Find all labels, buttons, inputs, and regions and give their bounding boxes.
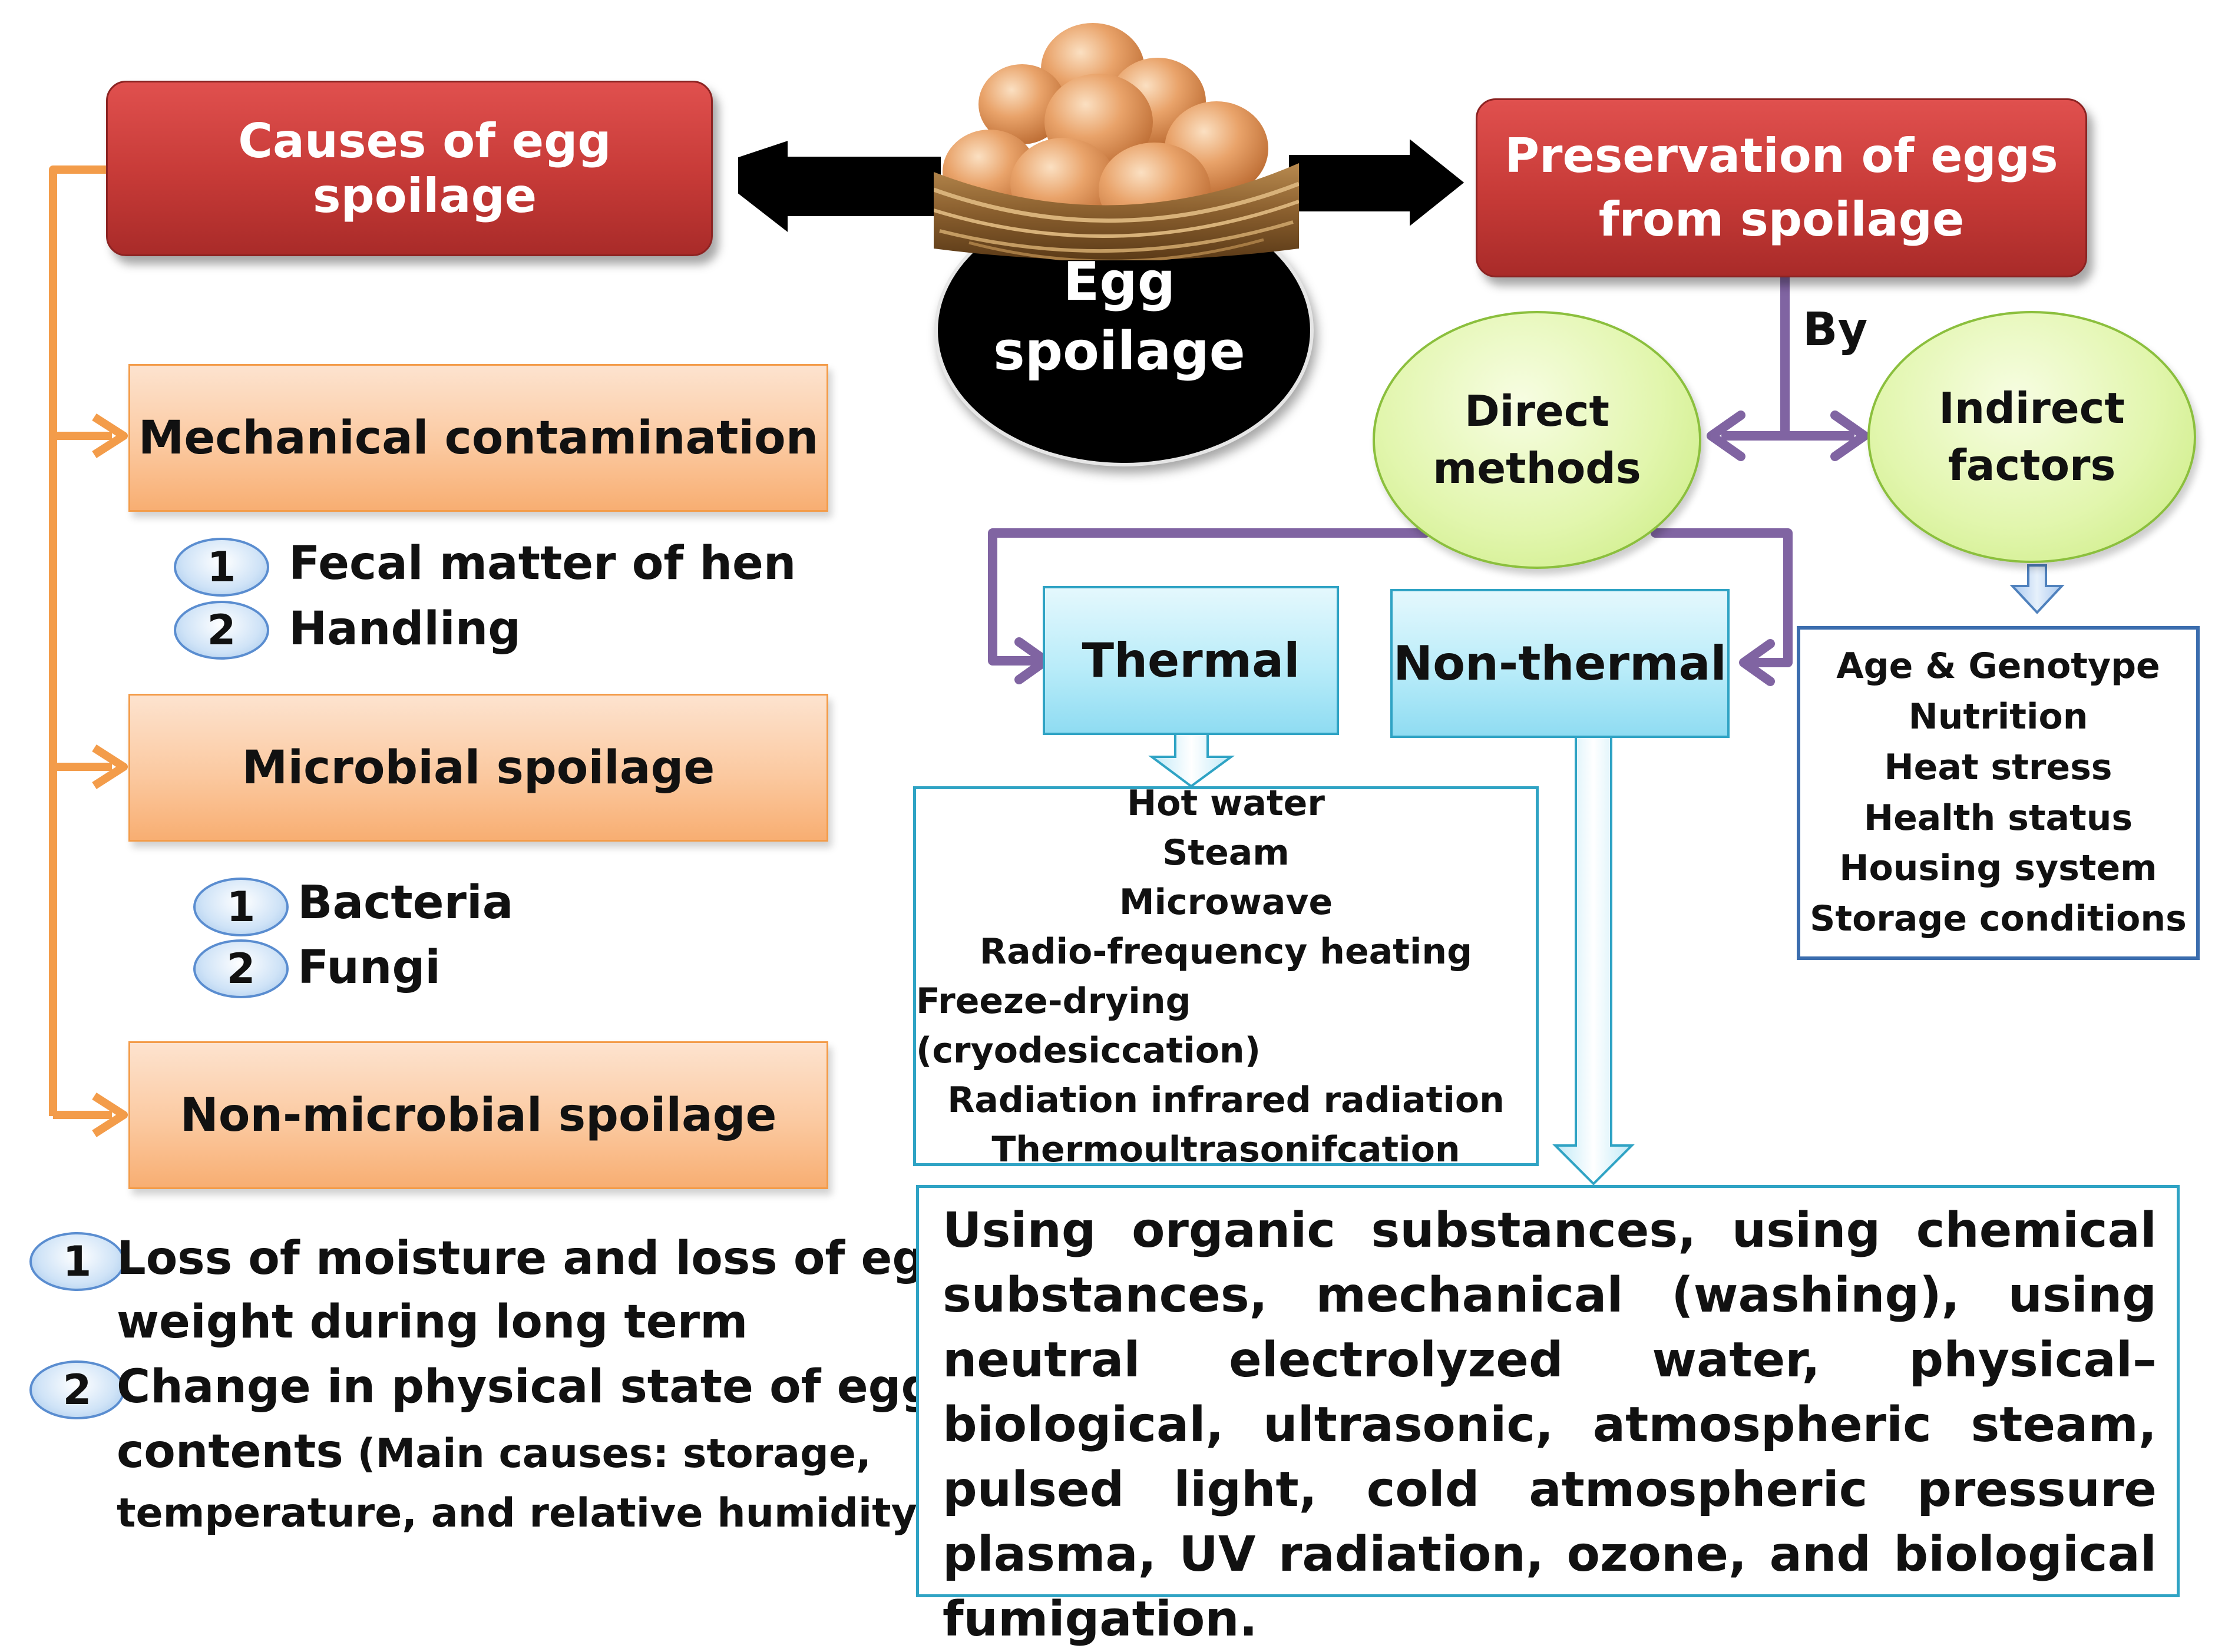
- thermal-box: Thermal: [1043, 586, 1339, 735]
- indirect-factors-list: Age & Genotype Nutrition Heat stress Hea…: [1797, 626, 2200, 960]
- indirect-factor-item: Housing system: [1839, 847, 2157, 889]
- non-microbial-spoilage-box: Non-microbial spoilage: [128, 1041, 828, 1189]
- list-item-bacteria: Bacteria: [297, 876, 514, 929]
- indirect-factor-item: Heat stress: [1884, 746, 2112, 788]
- direct-methods-line1: Direct: [1464, 386, 1609, 436]
- badge-2: 2: [193, 939, 289, 998]
- indirect-factor-item: Age & Genotype: [1836, 645, 2160, 687]
- thermal-methods-list: Hot water Steam Microwave Radio-frequenc…: [913, 783, 1539, 1170]
- list-item-fecal-matter: Fecal matter of hen: [289, 537, 796, 590]
- indirect-factors-line1: Indirect: [1939, 383, 2125, 433]
- microbial-spoilage-box: Microbial spoilage: [128, 694, 828, 842]
- thermal-method-item: Radiation infrared radiation: [947, 1079, 1505, 1121]
- list-item-fungi: Fungi: [297, 941, 441, 994]
- mechanical-contamination-label: Mechanical contamination: [138, 411, 819, 465]
- non-microbial-spoilage-label: Non-microbial spoilage: [180, 1088, 777, 1142]
- non-thermal-label: Non-thermal: [1393, 636, 1727, 691]
- thermal-method-item: Microwave: [1119, 881, 1333, 923]
- causes-header: Causes of egg spoilage: [106, 81, 713, 256]
- non-thermal-methods-text: Using organic substances, using chemical…: [916, 1185, 2180, 1647]
- thermal-method-item: Hot water: [1127, 782, 1325, 824]
- egg-basket-image: [934, 23, 1299, 260]
- direct-methods-line2: methods: [1433, 443, 1641, 493]
- badge-1: 1: [29, 1232, 125, 1291]
- badge-1: 1: [174, 538, 269, 597]
- right-black-arrow: [1285, 131, 1470, 234]
- preservation-header: Preservation of eggs from spoilage: [1476, 98, 2087, 277]
- thermal-method-item: Thermoultrasonifcation: [991, 1128, 1460, 1170]
- preservation-header-line2: from spoilage: [1598, 192, 1965, 247]
- indirect-factors-line2: factors: [1948, 441, 2116, 490]
- thermal-label: Thermal: [1082, 633, 1300, 688]
- preservation-connectors: [988, 272, 1869, 686]
- indirect-factor-item: Nutrition: [1908, 696, 2088, 737]
- causes-header-label: Causes of egg spoilage: [238, 114, 611, 223]
- indirect-factors-node: Indirect factors: [1867, 311, 2196, 563]
- egg-spoilage-title: Egg spoilage: [993, 251, 1245, 382]
- list-item-loss-of-moisture-line1: Loss of moisture and loss of egg: [117, 1232, 958, 1285]
- badge-1: 1: [193, 878, 289, 936]
- causes-bracket: [49, 165, 128, 1137]
- list-item-physical-state-line2a: contents: [117, 1425, 343, 1478]
- thermal-method-item: Freeze-drying (cryodesiccation): [916, 980, 1261, 1071]
- microbial-spoilage-label: Microbial spoilage: [242, 741, 715, 794]
- list-item-loss-of-moisture-line2: weight during long term: [117, 1296, 748, 1349]
- list-item-physical-state-line1: Change in physical state of egg: [117, 1360, 934, 1413]
- indirect-down-arrow: [2009, 564, 2065, 614]
- thermal-method-item: Radio-frequency heating: [979, 931, 1473, 972]
- non-thermal-box: Non-thermal: [1390, 589, 1730, 738]
- badge-2: 2: [29, 1360, 125, 1419]
- by-label: By: [1803, 303, 1868, 356]
- non-thermal-down-arrow: [1552, 732, 1635, 1186]
- left-black-arrow: [735, 135, 944, 240]
- preservation-header-line1: Preservation of eggs: [1505, 128, 2058, 183]
- badge-2: 2: [174, 601, 269, 660]
- list-item-physical-state-line2: contents (Main causes: storage,: [117, 1425, 871, 1478]
- list-item-handling: Handling: [289, 602, 521, 655]
- thermal-method-item: Steam: [1162, 832, 1290, 873]
- list-item-physical-state-line3: temperature, and relative humidity): [117, 1490, 936, 1537]
- indirect-factor-item: Storage conditions: [1810, 898, 2187, 940]
- list-item-physical-state-line2b: (Main causes: storage,: [343, 1431, 871, 1477]
- mechanical-contamination-box: Mechanical contamination: [128, 364, 828, 512]
- indirect-factor-item: Health status: [1863, 797, 2133, 839]
- direct-methods-node: Direct methods: [1373, 311, 1701, 569]
